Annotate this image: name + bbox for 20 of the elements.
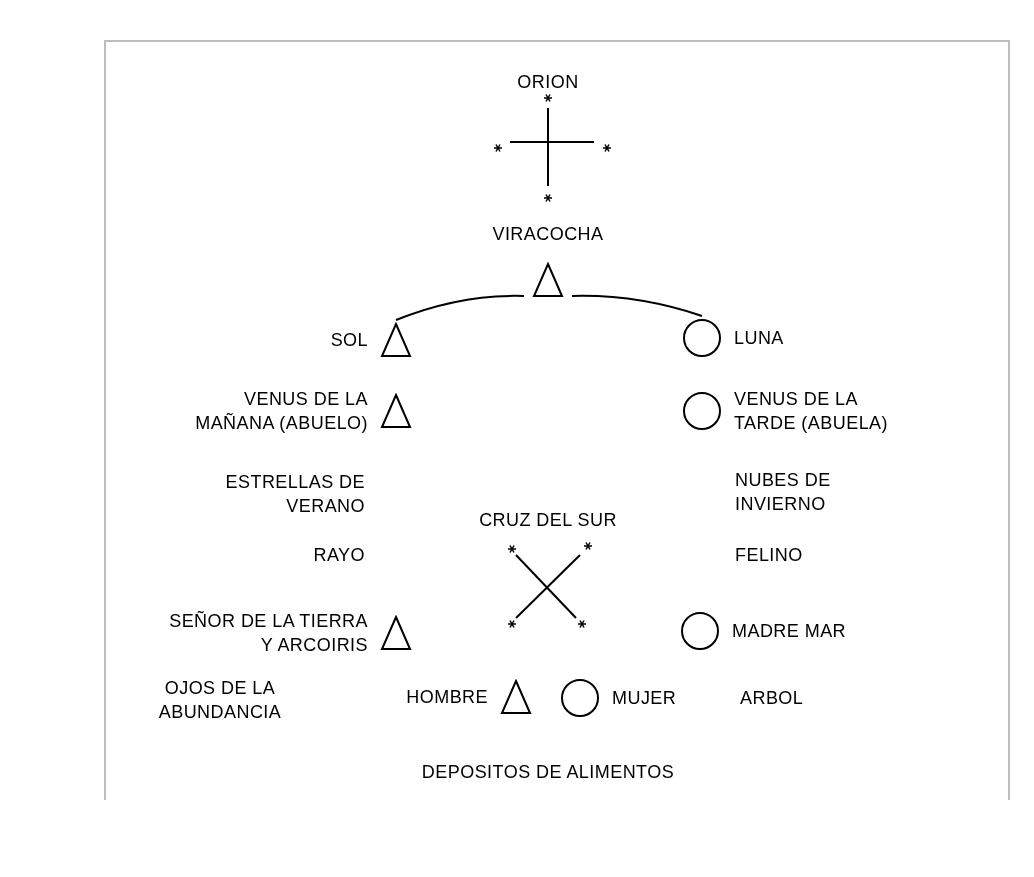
- node-label: SOL: [330, 329, 368, 352]
- text-label: NUBES DE INVIERNO: [735, 469, 832, 516]
- node-label: LUNA: [734, 327, 784, 350]
- node-label: MUJER: [612, 687, 677, 710]
- node-label: MADRE MAR: [732, 620, 847, 643]
- text-label: ESTRELLAS DE VERANO: [224, 471, 365, 518]
- node-label: HOMBRE: [406, 686, 488, 709]
- text-label: DEPOSITOS DE ALIMENTOS: [420, 761, 676, 784]
- text-label: ARBOL: [740, 687, 805, 710]
- node-label: SEÑOR DE LA TIERRA Y ARCOIRIS: [168, 610, 368, 657]
- connector-line: [571, 294, 703, 317]
- connector-line: [395, 294, 525, 321]
- text-label: CRUZ DEL SUR: [478, 509, 618, 532]
- text-label: ORION: [516, 71, 580, 94]
- node-label: VENUS DE LA MAÑANA (ABUELO): [194, 388, 368, 435]
- node-label: VENUS DE LA TARDE (ABUELA): [734, 388, 889, 435]
- text-label: OJOS DE LA ABUNDANCIA: [157, 677, 283, 724]
- text-label: FELINO: [735, 544, 804, 567]
- node-label: VIRACOCHA: [492, 223, 604, 246]
- text-label: RAYO: [312, 544, 365, 567]
